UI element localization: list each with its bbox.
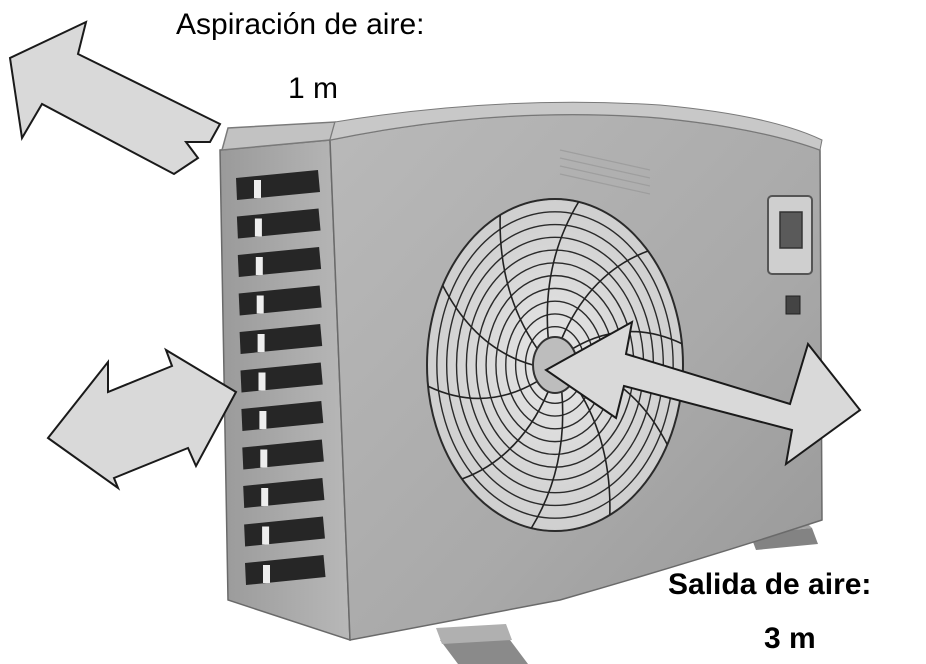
- grille-tab: [260, 449, 268, 468]
- grille-tab: [258, 372, 266, 391]
- outlet-arrow: [544, 320, 862, 467]
- control-switch: [767, 195, 813, 315]
- grille-tab: [257, 334, 265, 352]
- air-intake-label: Aspiración de aire:: [176, 8, 425, 41]
- grille-tab: [254, 218, 262, 237]
- grille-tab: [254, 180, 261, 198]
- intake-top-arrow: [8, 20, 222, 176]
- grille-tab: [261, 488, 269, 506]
- grille-tab: [256, 295, 264, 314]
- side-grille: [236, 170, 326, 585]
- intake-side-arrow: [46, 347, 238, 491]
- grille-tab: [259, 411, 267, 429]
- air-outlet-label: Salida de aire:: [668, 568, 872, 601]
- air-outlet-distance: 3 m: [764, 622, 816, 655]
- air-intake-distance: 1 m: [288, 72, 339, 105]
- grille-tab: [263, 565, 270, 583]
- grille-tab: [255, 257, 263, 275]
- grille-tab: [262, 526, 270, 545]
